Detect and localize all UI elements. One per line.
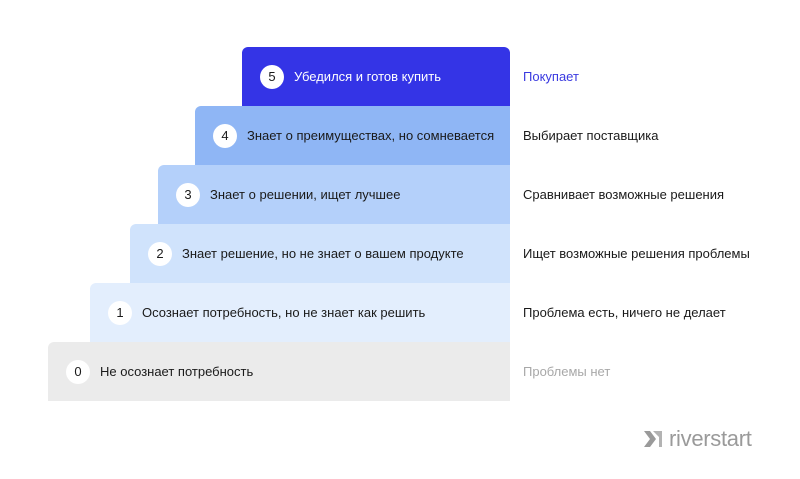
step-1: 1 Осознает потребность, но не знает как …: [90, 283, 510, 342]
step-label: Убедился и готов купить: [294, 69, 441, 84]
riverstart-logo-icon: [644, 431, 662, 447]
riverstart-logo: riverstart: [643, 428, 752, 450]
step-4: 4 Знает о преимуществах, но сомневается: [195, 106, 510, 165]
logo-text: riverstart: [669, 426, 752, 451]
step-label: Осознает потребность, но не знает как ре…: [142, 305, 426, 320]
step-5: 5 Убедился и готов купить: [242, 47, 510, 106]
step-label: Знает решение, но не знает о вашем проду…: [182, 246, 464, 261]
step-1-description: Проблема есть, ничего не делает: [523, 305, 726, 320]
step-0-description: Проблемы нет: [523, 364, 611, 379]
step-2-description: Ищет возможные решения проблемы: [523, 246, 750, 261]
step-label: Не осознает потребность: [100, 364, 254, 379]
step-number-badge: 5: [260, 64, 284, 89]
step-label: Знает о преимуществах, но сомневается: [247, 128, 495, 143]
step-label: Знает о решении, ищет лучшее: [210, 187, 401, 202]
step-number-badge: 2: [148, 241, 172, 266]
step-2: 2 Знает решение, но не знает о вашем про…: [130, 224, 510, 283]
step-number-badge: 0: [66, 359, 90, 384]
step-5-description: Покупает: [523, 69, 579, 84]
step-number-badge: 1: [108, 300, 132, 325]
step-3: 3 Знает о решении, ищет лучшее: [158, 165, 510, 224]
step-0: 0 Не осознает потребность: [48, 342, 510, 401]
step-4-description: Выбирает поставщика: [523, 128, 659, 143]
step-number-badge: 4: [213, 123, 237, 148]
step-3-description: Сравнивает возможные решения: [523, 187, 725, 202]
step-number-badge: 3: [176, 182, 200, 207]
